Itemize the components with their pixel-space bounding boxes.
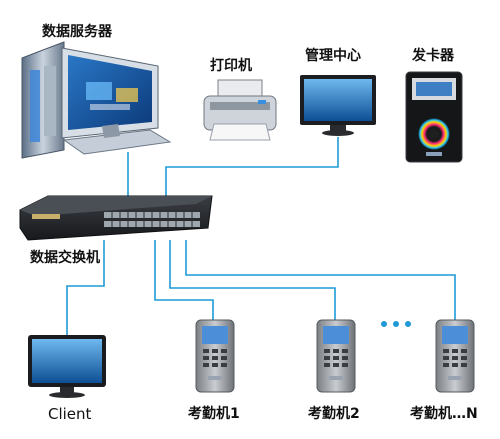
card-issuer-label: 发卡器 <box>411 47 455 64</box>
desktop-server-icon <box>21 41 172 159</box>
network-switch-icon <box>19 195 213 241</box>
monitor-icon <box>28 335 106 398</box>
client: Client <box>28 335 106 423</box>
connection-lines <box>66 137 456 335</box>
attendance-terminal-2: 考勤机2 <box>308 319 360 422</box>
management-center: 管理中心 <box>300 47 376 136</box>
data-switch: 数据交换机 <box>19 195 213 266</box>
terminal-1-label: 考勤机1 <box>188 405 240 422</box>
link-switch-management <box>165 137 339 196</box>
printer-icon <box>203 79 277 141</box>
attendance-terminal-1: 考勤机1 <box>188 319 240 422</box>
attendance-terminal-icon <box>316 319 356 393</box>
attendance-terminal-n: 考勤机…N <box>410 319 478 422</box>
terminal-2-label: 考勤机2 <box>308 405 360 422</box>
client-label: Client <box>48 405 92 423</box>
terminal-n-label: 考勤机…N <box>410 405 478 422</box>
link-switch-terminal2 <box>169 240 336 320</box>
management-center-label: 管理中心 <box>305 47 361 64</box>
card-issuer: 发卡器 <box>405 47 463 163</box>
attendance-terminal-icon <box>195 319 235 393</box>
printer: 打印机 <box>203 57 277 141</box>
printer-label: 打印机 <box>210 57 252 74</box>
data-switch-label: 数据交换机 <box>30 249 100 266</box>
data-server-label: 数据服务器 <box>42 23 113 40</box>
link-switch-terminal1 <box>154 240 214 320</box>
data-server: 数据服务器 <box>21 23 172 159</box>
ellipsis-dots <box>381 321 411 327</box>
attendance-terminal-icon <box>435 319 475 393</box>
link-switch-terminaln <box>185 240 456 320</box>
card-issuer-icon <box>405 71 463 163</box>
link-switch-client <box>66 240 105 335</box>
monitor-icon <box>300 75 376 136</box>
